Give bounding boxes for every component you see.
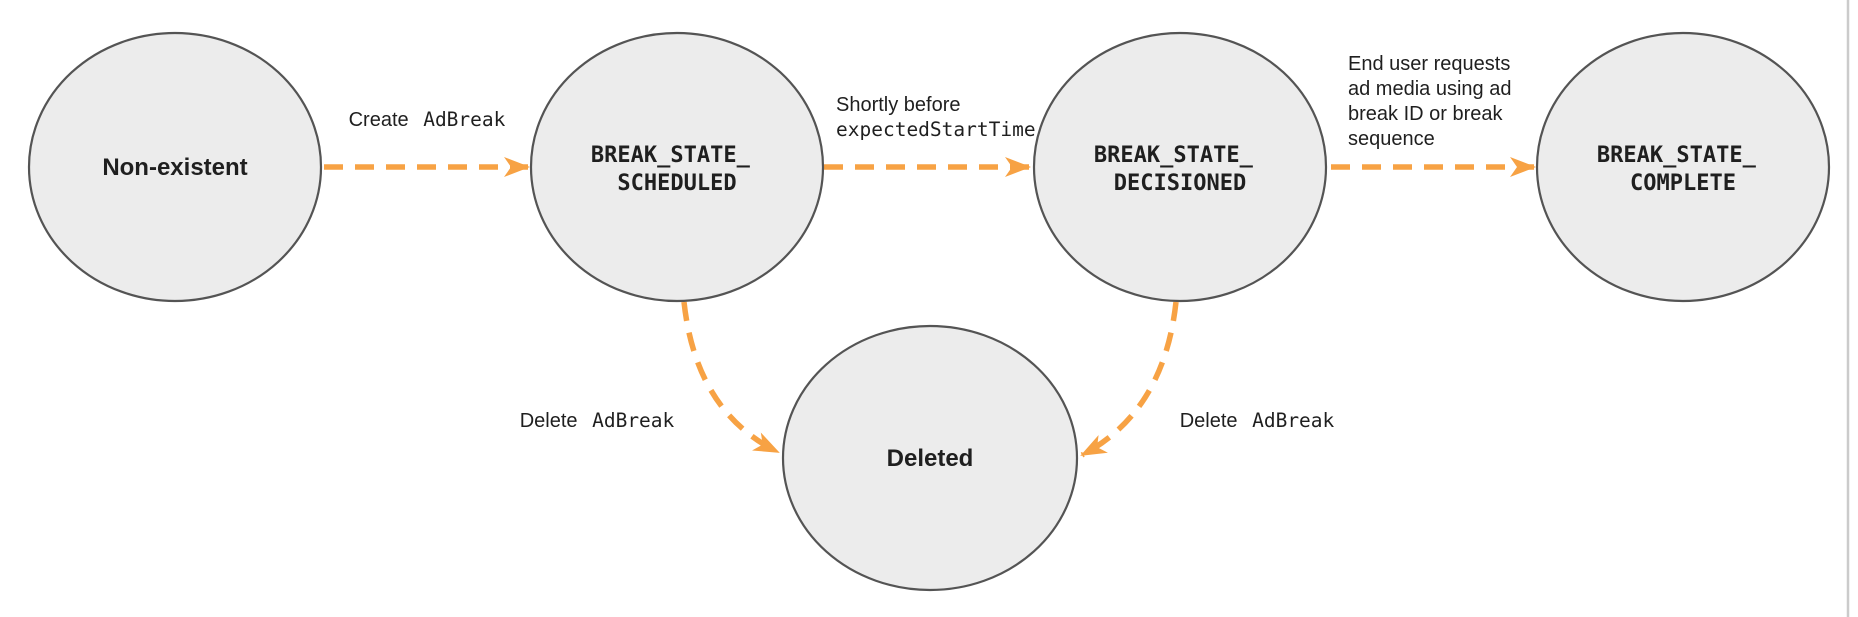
state-circle [781, 324, 1079, 592]
state-circle [529, 31, 825, 303]
transition-scheduled-to-deleted-arrow [681, 301, 780, 455]
state-label: Non-existent [102, 154, 247, 181]
state-label: BREAK_STATE_ SCHEDULED [591, 143, 763, 196]
transition-label-shortly-before: Shortly before expectedStartTime [836, 94, 1036, 141]
state-circle [1535, 31, 1831, 303]
state-label: BREAK_STATE_ COMPLETE [1597, 143, 1769, 196]
state-label: BREAK_STATE_ DECISIONED [1094, 143, 1266, 196]
state-node-deleted: Deleted [781, 324, 1079, 592]
state-node-non-existent: Non-existent [27, 31, 323, 303]
transition-decisioned-to-deleted-arrow [1080, 301, 1179, 458]
transition-label-create-adbreak: Create AdBreak [349, 108, 506, 131]
state-circle [27, 31, 323, 303]
state-circle [1032, 31, 1328, 303]
state-node-break-state-scheduled: BREAK_STATE_ SCHEDULED [529, 31, 825, 303]
state-node-break-state-complete: BREAK_STATE_ COMPLETE [1535, 31, 1831, 303]
transitions [324, 157, 1536, 458]
state-label: Deleted [887, 445, 974, 472]
transition-label-delete-adbreak-left: Delete AdBreak [520, 409, 675, 432]
transition-label-delete-adbreak-right: Delete AdBreak [1180, 409, 1335, 432]
state-node-break-state-decisioned: BREAK_STATE_ DECISIONED [1032, 31, 1328, 303]
transition-label-end-user-requests: End user requests ad media using ad brea… [1348, 53, 1517, 150]
